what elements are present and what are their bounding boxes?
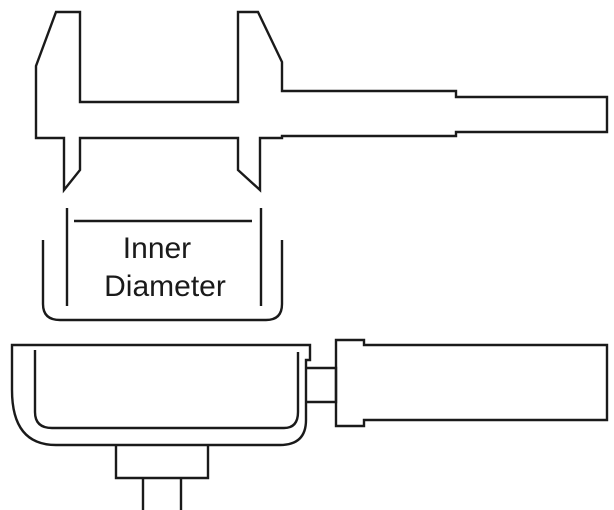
portafilter-spout-upper <box>114 445 210 480</box>
label-inner: Inner <box>123 232 191 265</box>
caliper <box>34 10 609 194</box>
cup-outline-top <box>41 240 284 322</box>
label-diameter: Diameter <box>104 270 226 303</box>
portafilter-basket-outer <box>10 343 312 447</box>
inner-diameter-dimension <box>41 208 284 322</box>
portafilter-spout-lower <box>141 478 183 510</box>
portafilter-handle <box>334 338 609 428</box>
portafilter <box>10 338 609 510</box>
caliper-body <box>34 10 609 194</box>
portafilter-neck <box>306 366 338 404</box>
portafilter-basket-inner <box>33 350 300 430</box>
